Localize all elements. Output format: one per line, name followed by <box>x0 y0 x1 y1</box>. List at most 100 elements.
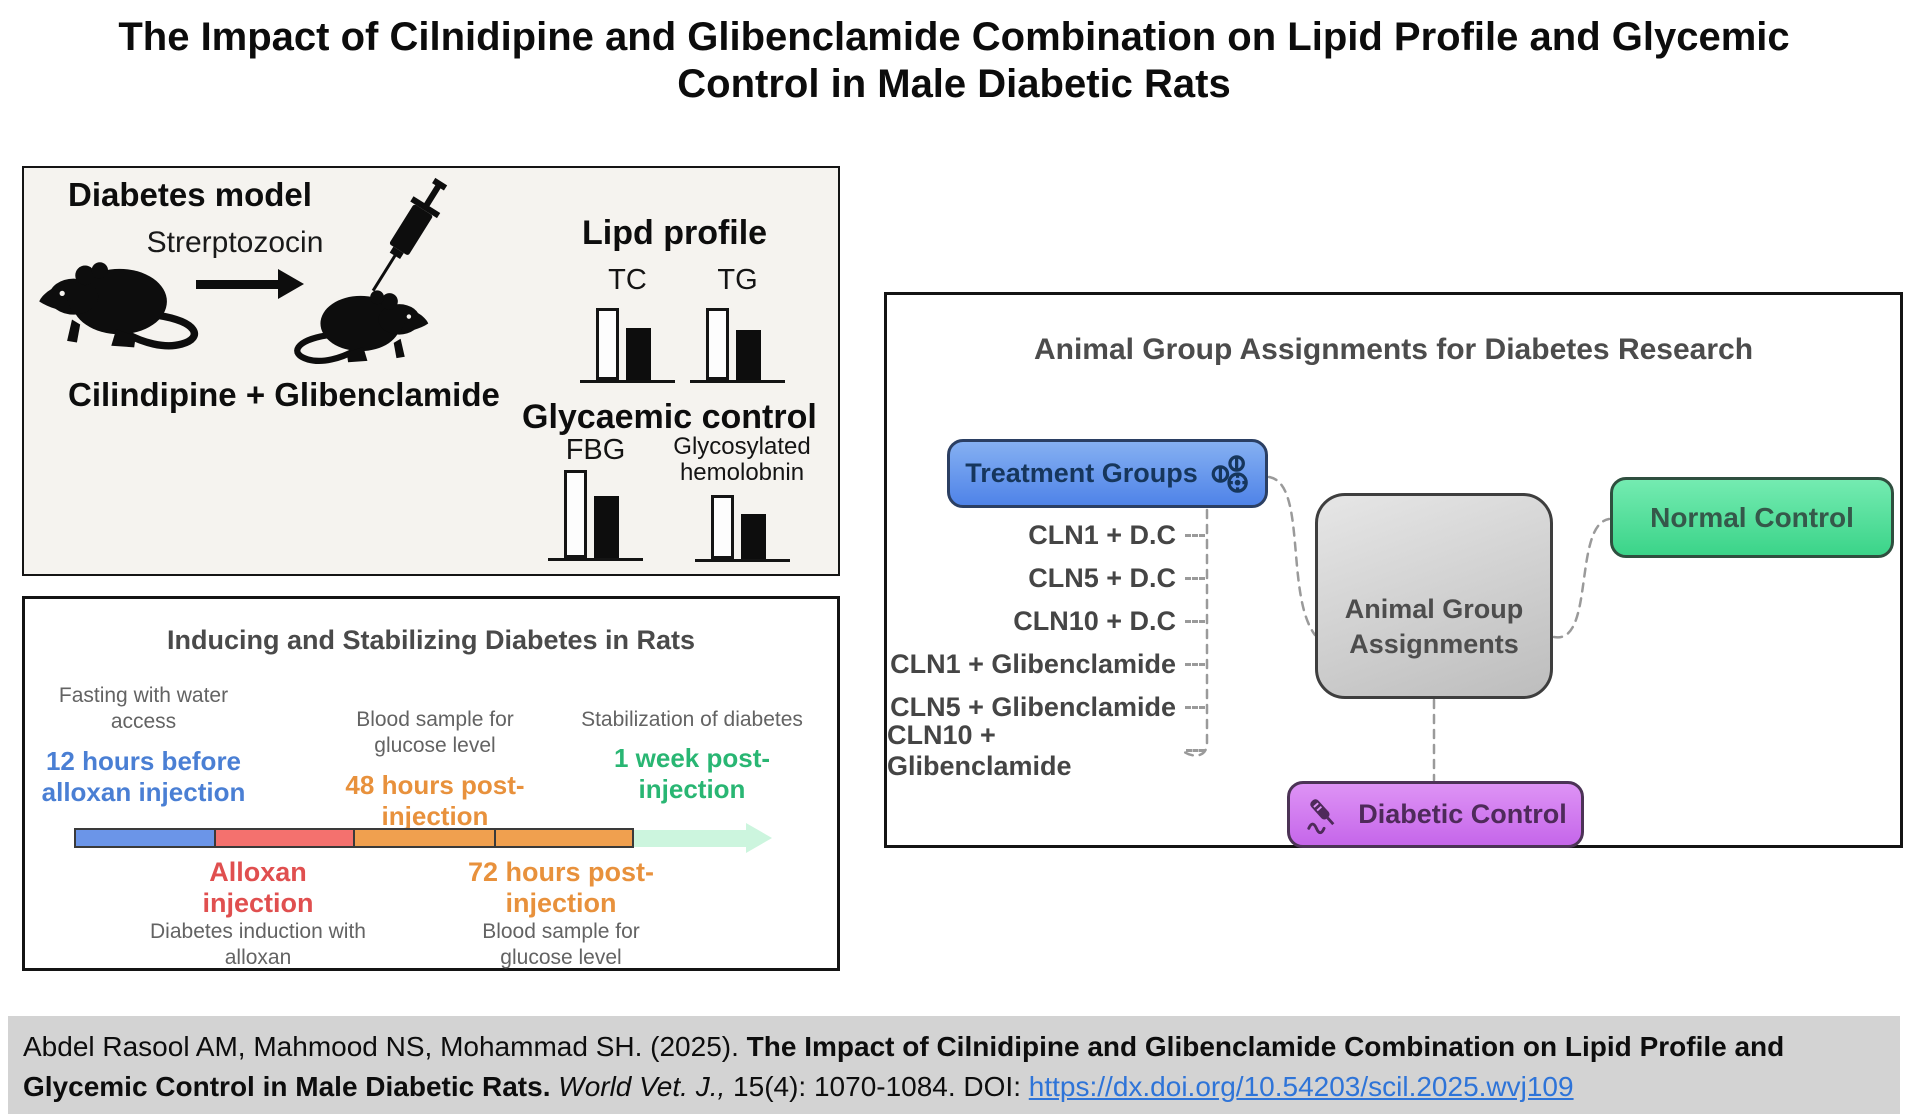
citation-title-part2: Glycemic Control in Male Diabetic Rats. <box>23 1070 559 1102</box>
animal-group-assignments-box: Animal Group Assignments <box>1315 493 1553 699</box>
page-title-line2: Control in Male Diabetic Rats <box>677 62 1231 107</box>
diabetes-model-heading: Diabetes model <box>68 176 312 213</box>
connector-treatment-to-center <box>1267 475 1317 637</box>
fbg-baseline <box>548 558 643 561</box>
doi-link[interactable]: https://dx.doi.org/10.54203/scil.2025.wv… <box>1028 1070 1574 1102</box>
citation-line-1: Abdel Rasool AM, Mahmood NS, Mohammad SH… <box>23 1027 1885 1067</box>
tg-bar-control <box>706 308 729 380</box>
normal-control-box: Normal Control <box>1610 477 1894 558</box>
connector-stub <box>1185 663 1205 666</box>
blood-sample-72-desc: Blood sample for glucose level <box>482 920 640 970</box>
tc-label: TC <box>608 264 647 296</box>
lipid-profile-heading: Lipd profile <box>582 214 768 252</box>
treatment-item-label: CLN10 + D.C <box>1013 606 1176 636</box>
tc-bar-chart: TC <box>580 264 675 383</box>
connector-stub <box>1185 577 1205 580</box>
tc-bar-treated <box>626 328 651 380</box>
timeline-bar <box>74 823 772 853</box>
ghb-bar-control <box>710 494 734 559</box>
timeline-phase-1week: Stabilization of diabetes 1 week post-in… <box>581 707 803 806</box>
fbg-bar-chart: FBG <box>548 434 643 561</box>
normal-control-label: Normal Control <box>1650 501 1854 533</box>
treatment-item-label: CLN5 + D.C <box>1028 563 1176 593</box>
fbg-bar-control <box>564 470 587 558</box>
page-title: The Impact of Cilnidipine and Glibenclam… <box>0 14 1908 108</box>
tg-bar-chart: TG <box>690 264 785 383</box>
diabetic-rat-icon <box>294 290 429 364</box>
citation-title-part1: The Impact of Cilnidipine and Glibenclam… <box>746 1031 1785 1062</box>
ghb-label: Glycosylated hemolobnin <box>652 434 832 486</box>
timeline-panel: Inducing and Stabilizing Diabetes in Rat… <box>22 596 840 971</box>
tc-bar-control <box>596 308 619 380</box>
glycaemic-control-heading: Glycaemic control <box>522 398 817 436</box>
1week-label: 1 week post-injection <box>613 743 771 805</box>
citation-line-2: Glycemic Control in Male Diabetic Rats. … <box>23 1067 1885 1107</box>
timeline-segment-blue <box>74 828 216 848</box>
tg-baseline <box>690 380 785 383</box>
alloxan-injection-label: Alloxan injection <box>202 857 314 919</box>
treatment-item: CLN10 + Glibenclamide <box>887 720 1205 781</box>
tg-bar-treated <box>736 330 761 380</box>
ghb-baseline <box>694 558 790 562</box>
treatment-groups-box: Treatment Groups <box>947 439 1268 508</box>
tc-bars <box>580 299 675 383</box>
diabetic-control-label: Diabetic Control <box>1358 799 1567 829</box>
treatment-item-label: CLN10 + Glibenclamide <box>887 719 1072 781</box>
citation-issue: 15(4): 1070-1084. DOI: <box>733 1070 1029 1102</box>
treatment-item: CLN5 + D.C <box>887 557 1205 600</box>
timeline-segment-orange-2 <box>493 828 634 848</box>
treatment-combo-label: Cilindipine + Glibenclamide <box>68 376 500 413</box>
connector-stub <box>1185 706 1205 709</box>
blood-sample-48-desc: Blood sample for glucose level <box>356 708 514 758</box>
treatment-item: CLN5 + Glibenclamide <box>887 686 1205 729</box>
tc-baseline <box>580 380 675 383</box>
diabetic-control-box: Diabetic Control <box>1287 781 1584 848</box>
fasting-label: 12 hours before alloxan injection <box>41 745 246 807</box>
syringe-icon <box>371 177 448 292</box>
treatment-item-label: CLN1 + Glibenclamide <box>890 649 1176 679</box>
page-title-line1: The Impact of Cilnidipine and Glibenclam… <box>118 15 1790 59</box>
tg-bars <box>690 299 785 383</box>
treatment-item: CLN1 + D.C <box>887 514 1205 557</box>
pills-icon <box>1211 454 1248 493</box>
ghb-bar-treated <box>740 513 766 559</box>
treatment-items-list: CLN1 + D.C CLN5 + D.C CLN10 + D.C CLN1 +… <box>887 514 1205 781</box>
connector-center-to-normal <box>1552 517 1611 639</box>
citation-journal: World Vet. J., <box>558 1070 734 1102</box>
group-assignments-title: Animal Group Assignments for Diabetes Re… <box>1033 333 1754 366</box>
fbg-bars <box>548 469 643 561</box>
treatment-item-label: CLN5 + Glibenclamide <box>890 692 1176 722</box>
treatment-item-label: CLN1 + D.C <box>1028 520 1176 550</box>
timeline-arrow-shaft <box>633 829 746 847</box>
citation-bar: Abdel Rasool AM, Mahmood NS, Mohammad SH… <box>8 1016 1900 1114</box>
connector-stub <box>1185 534 1205 537</box>
connector-stub <box>1185 620 1205 623</box>
alloxan-induction-desc: Diabetes induction with alloxan <box>150 920 366 970</box>
timeline-arrow-head-icon <box>745 823 772 853</box>
timeline-title: Inducing and Stabilizing Diabetes in Rat… <box>166 625 696 655</box>
treatment-item: CLN10 + D.C <box>887 600 1205 643</box>
stabilization-desc: Stabilization of diabetes <box>581 708 803 731</box>
connector-stub <box>1185 749 1205 752</box>
glycosylated-hemoglobin-bar-chart: Glycosylated hemolobnin <box>652 434 832 562</box>
fasting-desc: Fasting with water access <box>58 684 229 734</box>
animal-group-assignments-label: Animal Group Assignments <box>1344 593 1524 659</box>
timeline-phase-fasting: Fasting with water access 12 hours befor… <box>41 683 246 808</box>
ghb-label-line2: hemolobnin <box>679 458 805 486</box>
timeline-segment-orange-1 <box>353 828 496 848</box>
fbg-bar-treated <box>594 496 619 558</box>
group-assignments-panel: Animal Group Assignments for Diabetes Re… <box>884 292 1903 848</box>
treatment-item: CLN1 + Glibenclamide <box>887 643 1205 686</box>
citation-authors: Abdel Rasool AM, Mahmood NS, Mohammad SH… <box>23 1031 747 1062</box>
treatment-groups-label: Treatment Groups <box>965 458 1198 488</box>
insulin-pen-icon <box>1307 798 1335 834</box>
ghb-bars <box>694 488 790 562</box>
rat-icon <box>39 262 198 350</box>
timeline-segment-red <box>213 828 356 848</box>
fbg-label: FBG <box>565 434 626 466</box>
48h-label: 48 hours post-injection <box>345 769 525 831</box>
diabetes-model-panel: Diabetes model Strerptozocin <box>22 166 840 576</box>
72h-label: 72 hours post-injection <box>467 857 655 919</box>
ghb-label-line1: Glycosylated <box>673 433 811 460</box>
streptozocin-label: Strerptozocin <box>146 226 324 259</box>
